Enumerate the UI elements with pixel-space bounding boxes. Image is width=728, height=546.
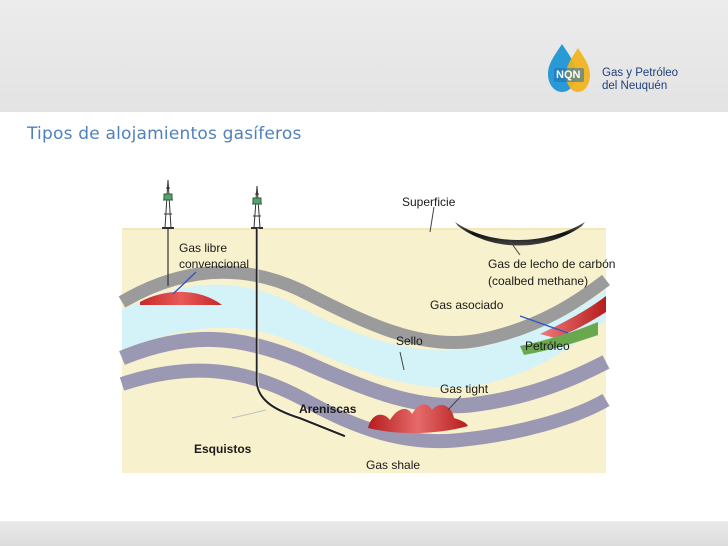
- footer-band: [0, 521, 728, 546]
- label-gas-lecho-1: Gas de lecho de carbón: [488, 257, 616, 271]
- shale-layer-lower: [119, 363, 610, 449]
- shale-layer-upper: [119, 331, 610, 414]
- pointer-sello: [399, 351, 405, 371]
- water-layer: [122, 284, 606, 388]
- label-gas-libre-2: convencional: [179, 257, 250, 271]
- logo-drops-icon: [548, 44, 590, 92]
- label-petroleo: Petróleo: [525, 339, 570, 353]
- horizontal-well: [255, 228, 346, 438]
- label-gas-asociado: Gas asociado: [430, 298, 504, 312]
- label-esquistos: Esquistos: [194, 442, 252, 456]
- drilling-rig-right-icon: [251, 185, 263, 229]
- company-logo: NQN Gas y Petróleo del Neuquén: [544, 42, 694, 100]
- pointer-gas-asociado: [519, 315, 569, 334]
- conventional-gas-trap: [140, 291, 222, 305]
- drilling-rig-left-icon: [162, 179, 174, 229]
- seal-layer: [118, 265, 610, 350]
- page-title: Tipos de alojamientos gasíferos: [27, 124, 302, 144]
- pointer-superficie: [429, 206, 435, 233]
- pointer-lecho-carbon: [509, 240, 521, 256]
- label-gas-libre-1: Gas libre: [179, 241, 228, 255]
- label-gas-shale: Gas shale: [366, 458, 421, 472]
- pointer-esquistos: [231, 409, 267, 419]
- label-areniscas: Areniscas: [299, 402, 357, 416]
- header-band: [0, 0, 728, 112]
- pointer-gas-tight: [447, 395, 462, 411]
- oil-zone: [520, 322, 598, 355]
- pointer-gas-libre: [172, 271, 197, 295]
- associated-gas-zone: [540, 296, 606, 338]
- logo-name-line2: del Neuquén: [602, 80, 668, 92]
- tight-gas-deposit: [368, 404, 468, 434]
- label-superficie: Superficie: [402, 195, 456, 209]
- logo-badge: NQN: [556, 69, 581, 81]
- coalbed-seam: [455, 222, 585, 246]
- label-sello: Sello: [396, 334, 423, 348]
- logo-name-line1: Gas y Petróleo: [602, 67, 679, 79]
- label-gas-lecho-2: (coalbed methane): [488, 274, 589, 288]
- label-gas-tight: Gas tight: [440, 382, 489, 396]
